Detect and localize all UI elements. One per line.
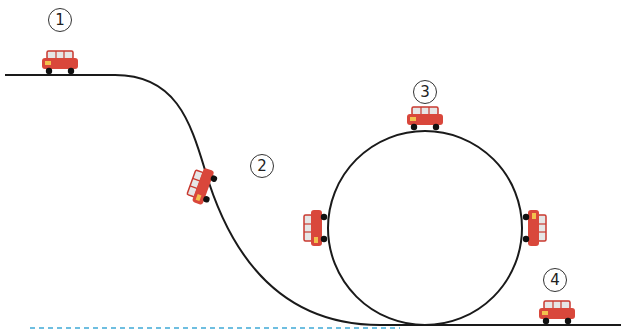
loop-track — [328, 131, 522, 325]
callout-number: 4 — [543, 268, 567, 292]
callout-number: 2 — [250, 154, 274, 178]
car — [185, 165, 219, 207]
track — [5, 75, 621, 325]
ground-line — [30, 327, 400, 329]
callout-number: 1 — [48, 8, 72, 32]
car — [42, 51, 78, 74]
car — [304, 210, 327, 246]
car — [407, 107, 443, 130]
car — [523, 210, 546, 246]
car — [539, 301, 575, 324]
callout-number: 3 — [413, 80, 437, 104]
